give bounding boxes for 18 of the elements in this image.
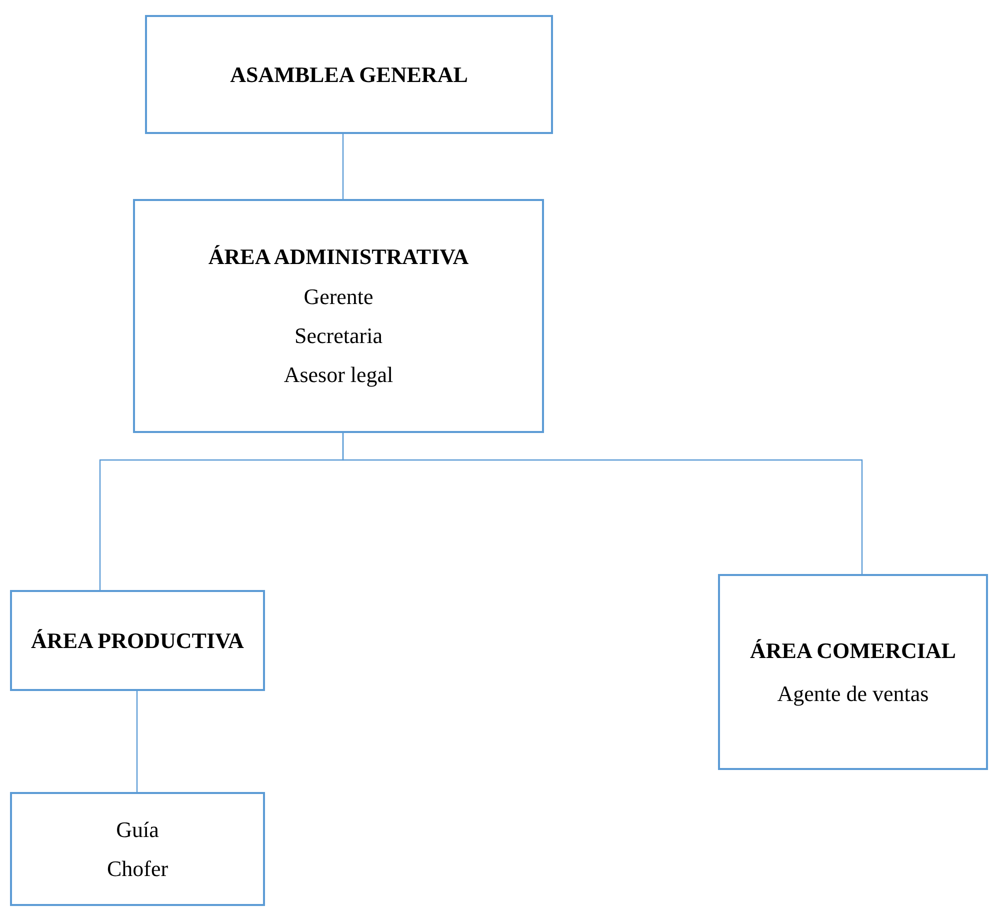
- box-heading: ASAMBLEA GENERAL: [230, 62, 468, 88]
- box-heading: ÁREA COMERCIAL: [750, 638, 956, 663]
- connector-line: [342, 433, 863, 574]
- role-text: Secretaria: [294, 323, 382, 348]
- role-text: Asesor legal: [284, 362, 394, 388]
- connector-line: [342, 134, 344, 199]
- role-text: Gerente: [304, 284, 374, 309]
- box-heading: ÁREA PRODUCTIVA: [31, 628, 244, 654]
- box-heading: ÁREA ADMINISTRATIVA: [208, 244, 469, 270]
- role-text: Chofer: [106, 856, 168, 882]
- role-text: Agente de ventas: [777, 681, 929, 706]
- role-text: Guía: [116, 816, 159, 842]
- org-box: [718, 574, 988, 770]
- org-box: [133, 199, 544, 433]
- org-box: [145, 15, 553, 134]
- connector-line: [136, 691, 138, 792]
- org-box: [10, 792, 265, 906]
- org-box: [10, 590, 265, 691]
